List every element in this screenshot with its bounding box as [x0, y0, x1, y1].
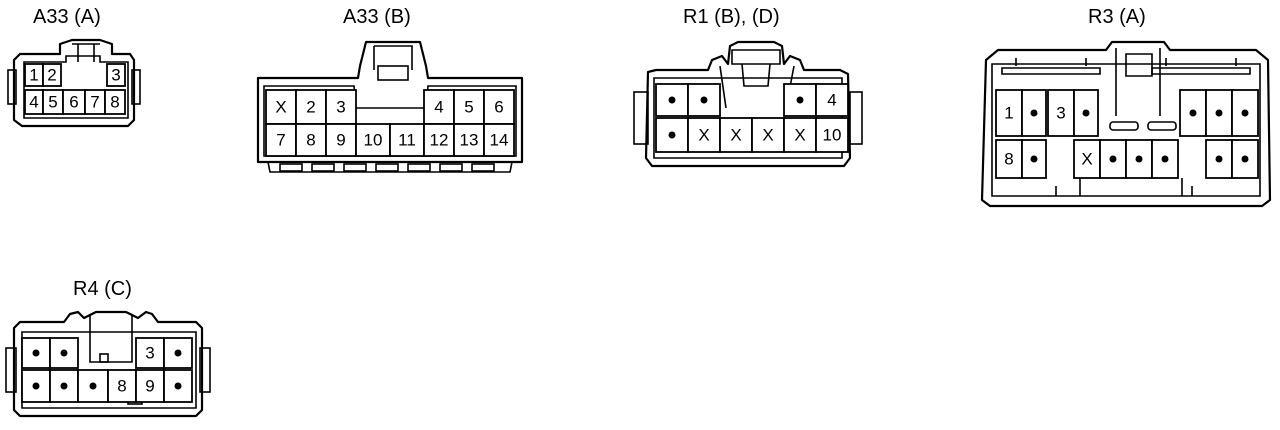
- pin-row-1: 1 2 3: [24, 63, 126, 87]
- pin-label: 11: [398, 131, 416, 150]
- pin-label: 1: [1004, 104, 1013, 123]
- pin-label: 3: [336, 98, 345, 117]
- pin-label: 13: [460, 131, 479, 150]
- pin-dot: [60, 382, 68, 390]
- pin-dot: [1030, 109, 1038, 117]
- connector-a33a: 1 2 3 4 5 6 7 8: [7, 38, 141, 128]
- connector-r4: 3 8 9: [5, 310, 211, 418]
- pin-dot: [1109, 155, 1117, 163]
- pin-row-2: 8 X: [995, 139, 1259, 179]
- pin-label: 4: [29, 93, 38, 112]
- pin-grid-r1: 4 X X X X 10: [655, 83, 849, 153]
- pin-dot: [1215, 109, 1223, 117]
- pin-label: 10: [823, 126, 842, 145]
- pin-dot: [668, 131, 676, 139]
- connector-title-r4: R4 (C): [73, 278, 132, 300]
- connector-title-a33a: A33 (A): [33, 6, 101, 28]
- pin-dot: [1241, 155, 1249, 163]
- pin-label: 8: [1004, 150, 1013, 169]
- pin-grid-r3: 1 3 8 X: [995, 89, 1259, 179]
- pin-label: X: [1081, 150, 1092, 169]
- pin-dot: [1030, 155, 1038, 163]
- pin-row-1: 1 3: [995, 89, 1259, 137]
- pin-dot: [1135, 155, 1143, 163]
- pin-row-2: X X X X 10: [655, 117, 849, 153]
- pin-dot: [174, 349, 182, 357]
- pin-dot: [1082, 109, 1090, 117]
- pin-label: 9: [145, 377, 154, 396]
- pin-label: 4: [827, 91, 836, 110]
- pin-row-2: 7 8 9 10 11 12 13 14: [265, 123, 515, 157]
- connector-a33b: X 2 3 4 5 6 7 8 9 10 11 12 13 14: [256, 40, 524, 173]
- pin-dot: [700, 96, 708, 104]
- pin-label: X: [698, 126, 709, 145]
- pin-grid-r4: 3 8 9: [21, 337, 193, 403]
- pin-dot: [1189, 109, 1197, 117]
- pin-dot: [1241, 109, 1249, 117]
- pin-row-1: 3: [21, 337, 193, 369]
- pin-label: 14: [490, 131, 509, 150]
- pin-label: 1: [29, 66, 38, 85]
- pin-label: X: [762, 126, 773, 145]
- pin-dot: [32, 349, 40, 357]
- connector-title-r3: R3 (A): [1088, 6, 1146, 28]
- pin-row-2: 8 9: [21, 369, 193, 403]
- pin-row-1: X 2 3 4 5 6: [265, 89, 515, 125]
- connector-title-r1: R1 (B), (D): [683, 6, 780, 28]
- connector-r3: 1 3 8 X: [980, 40, 1272, 208]
- pin-dot: [1161, 155, 1169, 163]
- pin-label: X: [275, 98, 286, 117]
- pin-label: 10: [364, 131, 383, 150]
- pin-label: 6: [69, 93, 78, 112]
- pin-label: 2: [306, 98, 315, 117]
- pin-label: 5: [464, 98, 473, 117]
- pin-grid-a33a: 1 2 3 4 5 6 7 8: [24, 63, 126, 115]
- pin-label: 8: [117, 377, 126, 396]
- pin-label: 3: [145, 344, 154, 363]
- pin-dot: [796, 96, 804, 104]
- pin-dot: [60, 349, 68, 357]
- pin-dot: [1215, 155, 1223, 163]
- connector-r1: 4 X X X X 10: [633, 40, 863, 168]
- pin-row-2: 4 5 6 7 8: [24, 89, 126, 115]
- pin-label: 12: [430, 131, 449, 150]
- pin-row-1: 4: [655, 83, 849, 117]
- pin-grid-a33b: X 2 3 4 5 6 7 8 9 10 11 12 13 14: [265, 89, 515, 157]
- pin-label: 7: [276, 131, 285, 150]
- pin-dot: [89, 382, 97, 390]
- connector-title-a33b: A33 (B): [343, 6, 411, 28]
- pin-label: X: [794, 126, 805, 145]
- pin-label: 9: [336, 131, 345, 150]
- pin-label: 8: [306, 131, 315, 150]
- pin-label: 8: [110, 93, 119, 112]
- pin-label: 7: [90, 93, 99, 112]
- pin-label: 5: [48, 93, 57, 112]
- pin-dot: [32, 382, 40, 390]
- pin-label: 3: [111, 66, 120, 85]
- pin-label: 6: [494, 98, 503, 117]
- pin-dot: [668, 96, 676, 104]
- pin-label: 2: [47, 66, 56, 85]
- pin-label: X: [730, 126, 741, 145]
- pin-label: 3: [1056, 104, 1065, 123]
- pin-dot: [174, 382, 182, 390]
- pin-label: 4: [434, 98, 443, 117]
